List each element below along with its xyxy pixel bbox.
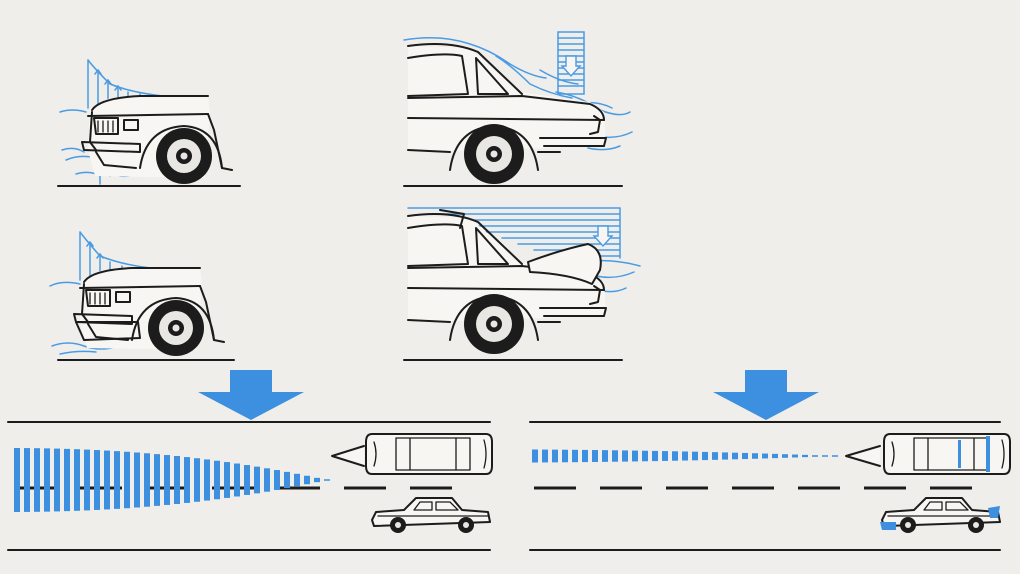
wake-stripe	[532, 449, 538, 463]
wake-stripe	[592, 450, 598, 462]
wake-stripe	[274, 470, 280, 490]
wake-stripe	[314, 477, 320, 483]
wake-stripe	[264, 468, 270, 492]
panel-front-spoiler	[49, 231, 235, 361]
wake-stripe	[672, 451, 678, 461]
wake-stripe	[652, 450, 658, 462]
wake-stripe	[622, 450, 628, 462]
car-top-view-standard	[365, 433, 493, 475]
pressure-box-rear	[557, 31, 585, 95]
wake-stripe	[722, 452, 728, 460]
wake-stripe	[792, 454, 798, 458]
down-arrow-outline-icon	[560, 55, 582, 78]
wake-stripe	[812, 455, 818, 457]
car-top-view-aero	[883, 433, 1011, 475]
wake-aero	[532, 449, 838, 463]
wake-stripe	[284, 471, 290, 489]
wake-stripe	[632, 450, 638, 462]
wake-stripe	[682, 451, 688, 461]
front-spoiler-accent	[880, 522, 896, 530]
wake-stripe	[582, 449, 588, 463]
air-wedge-icon	[331, 445, 365, 467]
wake-stripe	[324, 479, 330, 481]
wake-stripe	[84, 449, 90, 511]
down-arrow-outline-icon	[592, 225, 614, 248]
wake-stripe	[562, 449, 568, 463]
wake-stripe	[752, 453, 758, 459]
panel-rear-standard	[403, 31, 633, 187]
wake-stripe	[822, 455, 828, 457]
car-rear-spoiler	[407, 213, 607, 355]
down-arrow-icon	[713, 370, 819, 420]
wake-stripe	[164, 455, 170, 505]
car-side-view-aero	[881, 497, 1001, 534]
car-front-standard	[81, 95, 233, 185]
wake-stripe	[782, 454, 788, 458]
wake-stripe	[174, 456, 180, 504]
wake-stripe	[542, 449, 548, 463]
roof-fin	[439, 209, 465, 229]
wake-stripe	[184, 457, 190, 503]
wake-stripe	[712, 452, 718, 460]
airflow-lines	[49, 281, 121, 355]
wake-stripe	[304, 475, 310, 485]
wake-stripe	[144, 453, 150, 507]
rear-spoiler-accent	[988, 506, 1000, 518]
road-aero	[529, 421, 1011, 551]
wake-stripe	[254, 466, 260, 494]
wake-stripe	[802, 454, 808, 458]
panel-front-standard	[57, 59, 241, 187]
down-arrow-icon	[198, 370, 304, 420]
wake-stripe	[74, 449, 80, 511]
wake-stripe	[552, 449, 558, 463]
wake-stripe	[692, 451, 698, 461]
wake-stripe	[54, 448, 60, 512]
airflow-lines	[59, 109, 101, 177]
wake-stripe	[742, 452, 748, 460]
wake-stripe	[124, 451, 130, 509]
wake-stripe	[224, 462, 230, 498]
wake-stripe	[772, 453, 778, 459]
wake-stripe	[702, 451, 708, 461]
airflow-lines	[559, 251, 641, 293]
front-spoiler-lip	[75, 321, 141, 341]
wake-stripe	[662, 451, 668, 461]
wake-stripe	[34, 448, 40, 512]
wake-stripe	[154, 454, 160, 506]
wake-stripe	[244, 465, 250, 495]
wake-stripe	[194, 458, 200, 502]
wake-stripe	[762, 453, 768, 459]
panel-rear-spoiler	[403, 207, 641, 361]
wake-stripe	[24, 448, 30, 512]
wake-stripe	[234, 463, 240, 497]
wake-stripe	[44, 448, 50, 512]
wake-stripe	[294, 473, 300, 487]
wake-stripe	[602, 450, 608, 462]
wake-stripe	[612, 450, 618, 462]
air-wedge-icon	[845, 445, 881, 467]
wake-stripe	[732, 452, 738, 460]
road-standard	[7, 421, 493, 551]
wake-stripe	[832, 455, 838, 457]
rear-spoiler-wing	[527, 243, 602, 285]
wake-stripe	[114, 451, 120, 509]
wake-stripe	[64, 448, 70, 512]
wake-stripe	[642, 450, 648, 462]
wake-stripe	[14, 448, 20, 512]
wake-stripe	[572, 449, 578, 463]
wake-stripe	[134, 452, 140, 508]
car-front-spoiler	[73, 267, 225, 357]
rear-spoiler-accent	[986, 436, 990, 472]
wake-stripe	[104, 450, 110, 510]
wake-stripe	[204, 459, 210, 501]
wake-stripe	[94, 450, 100, 510]
wake-standard	[14, 448, 330, 512]
spoiler-accent	[958, 440, 961, 468]
wake-stripe	[214, 460, 220, 500]
car-side-view-standard	[371, 497, 491, 534]
